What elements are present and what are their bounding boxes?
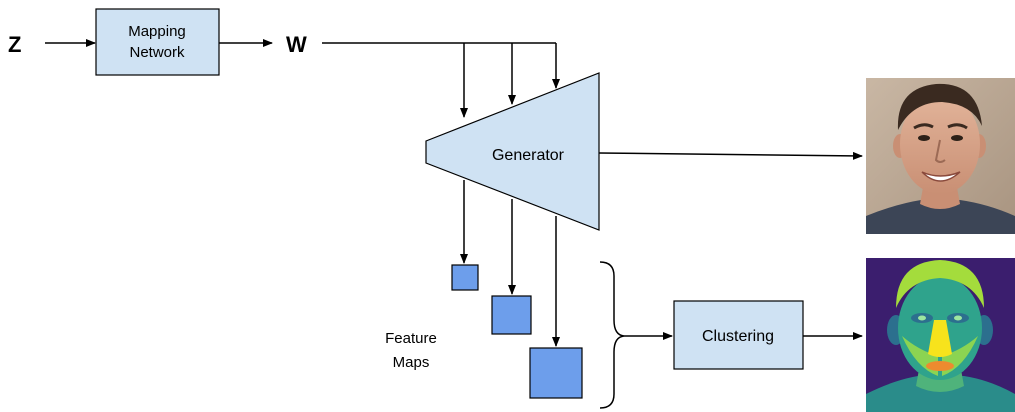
w-label: W [286,32,307,57]
mapping-network-block [95,8,220,76]
generator-block [425,72,600,231]
feature-maps-label-line2: Maps [393,354,430,371]
generator-label: Generator [492,147,565,164]
feature-map-small [451,264,479,291]
feature-maps-label-line1: Feature [385,330,437,347]
feature-map-medium [491,295,532,335]
clustering-label: Clustering [702,328,774,345]
z-label: Z [8,32,21,57]
face-photo [866,78,1015,234]
generator-to-face-arrow [598,151,863,160]
feature-map-large [529,347,583,399]
mapping-network-label-line1: Mapping [128,23,186,40]
segmentation-map [866,258,1015,412]
curly-brace [599,261,625,409]
clustering-block [673,300,804,370]
mapping-network-label-line2: Network [129,44,185,61]
